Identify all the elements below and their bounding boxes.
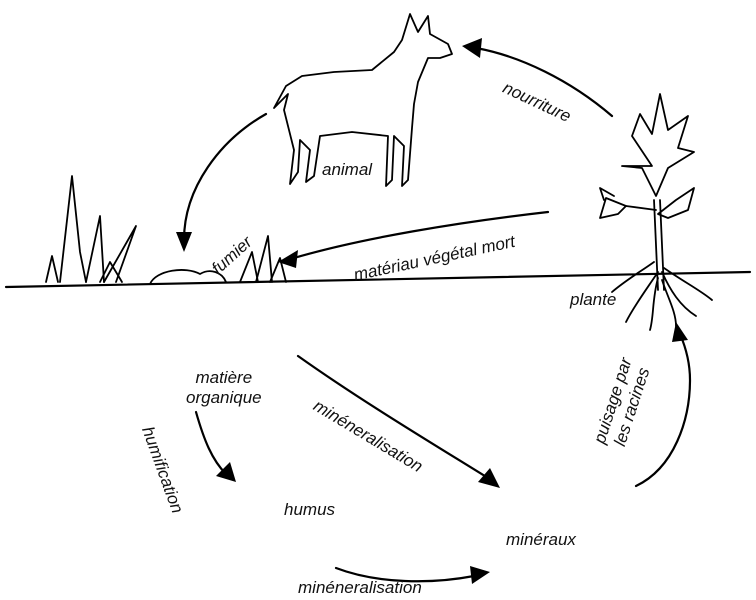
label-mineraux: minéraux — [506, 530, 576, 550]
arrow-humification — [196, 412, 236, 482]
grass-left — [46, 176, 136, 282]
plant-illustration — [600, 94, 712, 330]
label-animal: animal — [322, 160, 372, 180]
arrow-animal-to-fumier — [176, 114, 266, 252]
label-mineralisation-bottom: minéneralisation — [298, 578, 422, 598]
label-humus: humus — [284, 500, 335, 520]
label-matiere-organique: matière organique — [186, 368, 262, 407]
label-plante: plante — [570, 290, 616, 310]
arrow-puisage — [636, 322, 690, 486]
